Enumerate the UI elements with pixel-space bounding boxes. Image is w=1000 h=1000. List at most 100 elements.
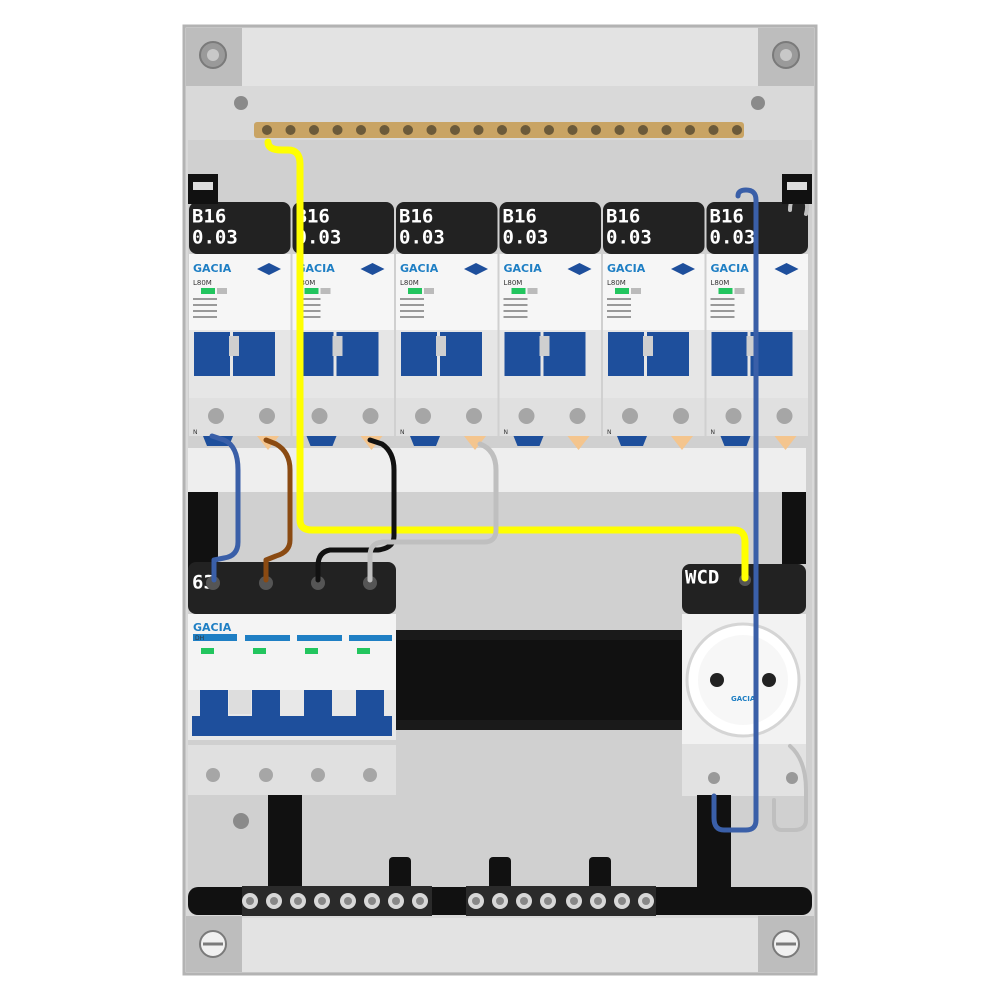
- socket-brand: GACIA: [731, 695, 756, 703]
- terminal-screw: [259, 768, 273, 782]
- busbar-screw: [661, 125, 672, 135]
- rcbo-sensitivity: 0.03: [399, 227, 445, 249]
- rcbo-brand: GACIA: [297, 262, 336, 275]
- rcbo-model: L80M: [297, 279, 316, 287]
- status-indicator: [718, 288, 733, 294]
- busbar-screw: [614, 125, 625, 135]
- brand-diamond-icon: [257, 263, 281, 275]
- rcbo-rating: B16: [192, 206, 226, 228]
- terminal-screw: [466, 408, 482, 424]
- busbar-screw: [426, 125, 437, 135]
- rcbo-model: L80M: [607, 279, 626, 287]
- busbar-screw: [685, 125, 695, 135]
- rcbo-model: L80M: [193, 279, 212, 287]
- corner-screws: [186, 28, 814, 972]
- terminal-screw: [259, 576, 273, 590]
- main-switch-brand: GACIA: [193, 621, 232, 634]
- enclosure-top-panel: [242, 28, 758, 86]
- side-bar-right: [782, 492, 806, 564]
- neutral-terminal-mark: N: [504, 429, 509, 436]
- status-indicator: [201, 288, 215, 294]
- neutral-terminal-mark: N: [400, 429, 405, 436]
- neutral-terminal-mark: N: [711, 429, 716, 436]
- rcbo-brand: GACIA: [607, 262, 646, 275]
- wires: [209, 138, 810, 833]
- din-rail-mid-inner: [396, 640, 682, 720]
- wire-black-live: [315, 437, 397, 583]
- busbar-screw: [520, 125, 531, 135]
- rcbo-model: L80M: [711, 279, 730, 287]
- terminal-screw: [569, 408, 586, 424]
- brand-diamond-icon: [774, 263, 799, 275]
- rcbo-brand: GACIA: [504, 262, 543, 275]
- rcbo-sensitivity: 0.03: [503, 227, 549, 249]
- earth-busbar: [254, 122, 744, 138]
- terminal-screw: [206, 768, 220, 782]
- terminal-screw: [259, 408, 275, 424]
- rcbo-rating: B16: [503, 206, 537, 228]
- terminal-screw: [362, 408, 379, 424]
- rcbo-model: L80M: [400, 279, 419, 287]
- busbar-screw: [567, 125, 578, 135]
- rcbo-rating: B16: [710, 206, 744, 228]
- brand-diamond-icon: [671, 263, 695, 275]
- rcbo-toggle[interactable]: [608, 332, 644, 376]
- status-indicator: [511, 288, 526, 294]
- wire-blue-neutral-main: [209, 433, 241, 583]
- terminal-screw: [673, 408, 689, 424]
- rcbo-toggle[interactable]: [401, 332, 437, 376]
- main-switch-toggles[interactable]: [192, 690, 392, 736]
- busbar-screw: [332, 125, 343, 135]
- wcd-socket[interactable]: WCD GACIA: [682, 564, 806, 796]
- rcbo-sensitivity: 0.03: [296, 227, 342, 249]
- busbar-screw: [638, 125, 648, 135]
- wire-grey-live: [367, 441, 499, 583]
- terminal-screw: [518, 408, 535, 424]
- status-indicator: [408, 288, 422, 294]
- rcbo-model: L80M: [504, 279, 523, 287]
- busbar-screw: [544, 125, 554, 135]
- busbar-screw: [708, 125, 719, 135]
- terminal-screw: [622, 408, 638, 424]
- terminal-screw: [363, 576, 377, 590]
- busbar-screw: [309, 125, 319, 135]
- busbar-screw: [403, 125, 413, 135]
- main-switch[interactable]: 63 GACIA DH: [188, 562, 396, 795]
- brand-diamond-icon: [567, 263, 592, 275]
- rcbo-toggle[interactable]: [194, 332, 230, 376]
- side-bar-left: [188, 492, 218, 570]
- rcbo-sensitivity: 0.03: [606, 227, 652, 249]
- terminal-screw: [363, 768, 377, 782]
- socket-pin-right: [762, 673, 776, 687]
- wire-yellow-earth: [264, 138, 749, 582]
- busbar-screw: [356, 125, 366, 135]
- rcbo-rating: B16: [399, 206, 433, 228]
- wire-brown-live: [263, 437, 293, 583]
- wire-blue-socket-neutral: [711, 187, 759, 833]
- rcbo-rating: B16: [296, 206, 330, 228]
- rcbo-sensitivity: 0.03: [192, 227, 238, 249]
- terminal-screw: [725, 408, 742, 424]
- socket-label: WCD: [685, 567, 719, 589]
- neutral-terminal-mark: N: [607, 429, 612, 436]
- brand-diamond-icon: [360, 263, 385, 275]
- rcbo-toggle[interactable]: [504, 332, 541, 376]
- terminal-screw: [311, 408, 328, 424]
- rcbo-toggle[interactable]: [711, 332, 748, 376]
- rcbo-brand: GACIA: [400, 262, 439, 275]
- terminal-screw: [311, 576, 325, 590]
- busbar-screw: [732, 125, 742, 135]
- busbar-screw: [285, 125, 296, 135]
- status-indicator: [304, 288, 319, 294]
- enclosure-bottom-panel: [242, 918, 758, 972]
- busbar-screw: [473, 125, 484, 135]
- busbar-screw: [262, 125, 272, 135]
- rcbo-rating: B16: [606, 206, 640, 228]
- busbar-screw: [497, 125, 507, 135]
